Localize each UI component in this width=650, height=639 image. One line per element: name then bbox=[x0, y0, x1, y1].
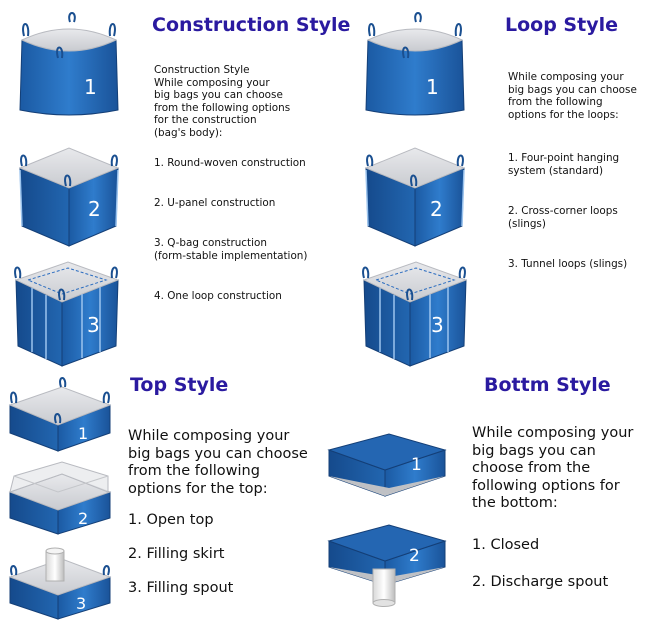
construction-option-3: 3. Q-bag construction bbox=[154, 237, 267, 249]
bottom-option-1: 1. Closed bbox=[472, 537, 540, 553]
construction-style-title: Construction Style bbox=[152, 14, 351, 36]
top-option-3: 3. Filling spout bbox=[128, 580, 234, 596]
loop-option-1: 1. Four-point hanging bbox=[508, 152, 620, 164]
loop-description: While composing your big bags you can ch… bbox=[508, 71, 648, 121]
bag-number: 1 bbox=[411, 455, 422, 475]
loop-intro-line: While composing your bbox=[508, 71, 624, 83]
bag-number: 1 bbox=[84, 75, 97, 99]
construction-intro-line: for the construction bbox=[154, 114, 257, 127]
construction-heading: Construction Style bbox=[154, 64, 250, 76]
construction-intro-line: While composing your bbox=[154, 76, 270, 89]
construction-description: Construction Style While composing your … bbox=[154, 64, 324, 140]
top-style-title: Top Style bbox=[130, 374, 229, 396]
bottom-bag-2-icon: 2 bbox=[327, 524, 447, 607]
construction-option-2: 2. U-panel construction bbox=[154, 197, 276, 209]
top-bag-1-icon: 1 bbox=[8, 377, 112, 452]
loop-style-title: Loop Style bbox=[505, 14, 618, 36]
top-bag-2-icon: 2 bbox=[8, 461, 112, 535]
top-bag-3-icon: 3 bbox=[8, 547, 112, 620]
bottom-intro-line: choose from the bbox=[472, 460, 591, 476]
construction-intro-line: big bags you can choose bbox=[154, 89, 283, 102]
bottom-description: While composing your big bags you can ch… bbox=[472, 425, 647, 513]
bag-number: 3 bbox=[76, 594, 86, 613]
bag-number: 2 bbox=[78, 509, 88, 528]
loop-bag-2-icon: 2 bbox=[364, 147, 466, 247]
bag-number: 2 bbox=[409, 546, 420, 566]
bottom-option-2: 2. Discharge spout bbox=[472, 574, 609, 590]
construction-option-3-detail: (form-stable implementation) bbox=[154, 250, 308, 262]
loop-option-2-detail: (slings) bbox=[508, 218, 546, 230]
construction-option-4: 4. One loop construction bbox=[154, 290, 282, 302]
bottom-intro-line: the bottom: bbox=[472, 495, 558, 511]
top-intro-line: big bags you can choose bbox=[128, 445, 308, 462]
bag-number: 2 bbox=[430, 197, 443, 221]
loop-option-1-detail: system (standard) bbox=[508, 165, 604, 177]
bottom-intro-line: While composing your bbox=[472, 425, 634, 441]
loop-option-2: 2. Cross-corner loops bbox=[508, 205, 618, 217]
bottom-intro-line: big bags you can bbox=[472, 442, 596, 459]
bag-number: 1 bbox=[426, 75, 439, 99]
construction-bag-2-icon: 2 bbox=[18, 147, 120, 247]
bag-number: 3 bbox=[87, 313, 100, 337]
loop-bag-1-icon: 1 bbox=[365, 12, 465, 116]
top-description: While composing your big bags you can ch… bbox=[128, 428, 318, 498]
loop-intro-line: big bags you can choose bbox=[508, 83, 637, 96]
construction-option-1: 1. Round-woven construction bbox=[154, 157, 306, 169]
construction-bag-3-icon: 3 bbox=[14, 261, 120, 367]
loop-bag-3-icon: 3 bbox=[362, 261, 468, 367]
loop-intro-line: from the following bbox=[508, 96, 603, 109]
loop-intro-line: options for the loops: bbox=[508, 108, 619, 121]
construction-intro-line: from the following options bbox=[154, 101, 291, 114]
bag-number: 3 bbox=[431, 313, 444, 337]
top-option-2: 2. Filling skirt bbox=[128, 546, 225, 562]
top-option-1: 1. Open top bbox=[128, 512, 214, 528]
construction-bag-1-icon: 1 bbox=[19, 12, 119, 116]
bottom-intro-line: following options for bbox=[472, 477, 620, 494]
top-intro-line: While composing your bbox=[128, 428, 290, 444]
bottom-style-title: Bottm Style bbox=[484, 374, 611, 396]
bottom-bag-1-icon: 1 bbox=[327, 433, 447, 497]
loop-option-3: 3. Tunnel loops (slings) bbox=[508, 258, 628, 270]
bag-number: 1 bbox=[78, 424, 88, 443]
top-intro-line: from the following bbox=[128, 463, 260, 479]
construction-intro-line: (bag's body): bbox=[154, 126, 223, 139]
top-intro-line: options for the top: bbox=[128, 480, 268, 497]
bag-number: 2 bbox=[88, 197, 101, 221]
